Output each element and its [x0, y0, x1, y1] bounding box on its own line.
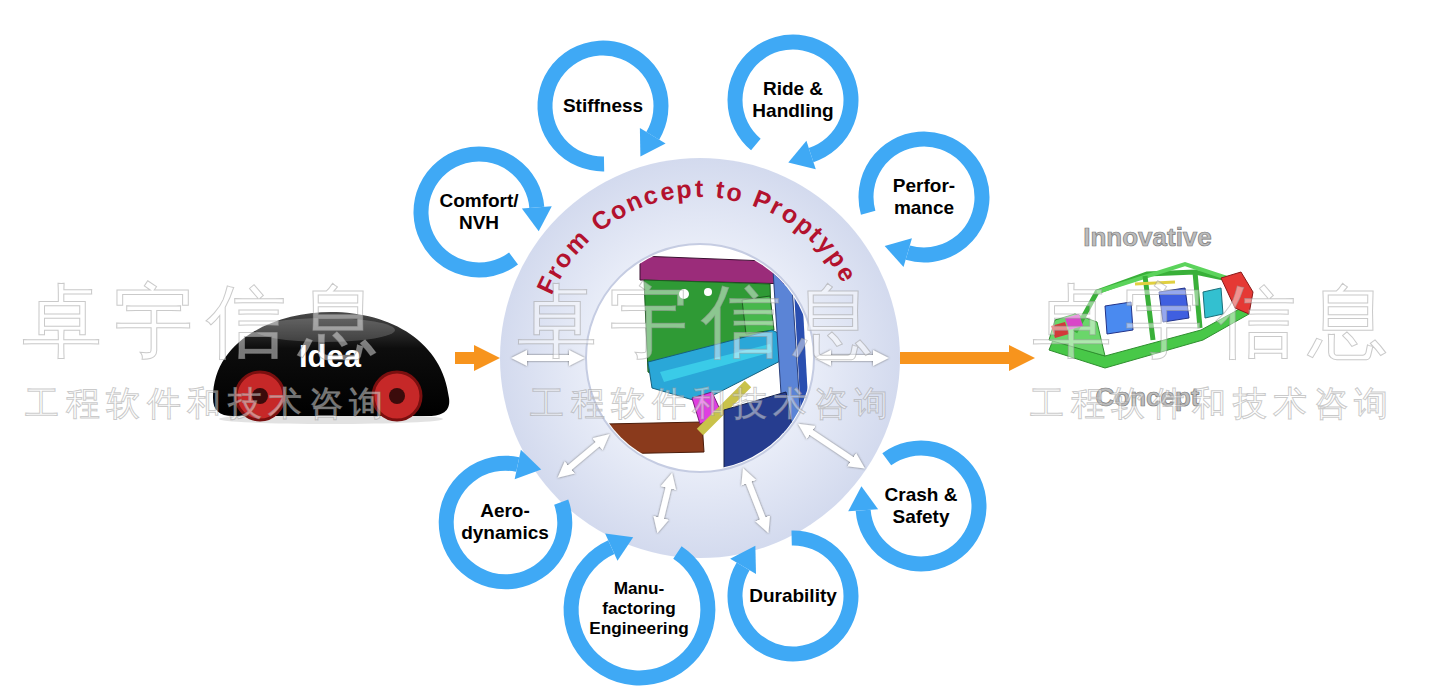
car-wheel — [373, 372, 421, 420]
car-highlight — [255, 318, 395, 342]
cycle-arc — [735, 42, 851, 155]
roof-rail — [640, 256, 792, 284]
arc-letter: p — [675, 173, 693, 204]
cycle-arc — [571, 547, 708, 678]
double-arrow — [567, 442, 599, 469]
body-in-white-part — [1051, 322, 1069, 338]
cycle-arrowhead — [514, 449, 541, 478]
concept-label: Concept — [1096, 382, 1200, 412]
body-structure-picture — [605, 255, 812, 472]
ring-double-arrow — [828, 355, 876, 361]
body-in-white-part — [1195, 272, 1200, 328]
concept-ring: From Concept to Proptype — [500, 158, 900, 558]
flow-arrow — [455, 352, 479, 364]
watermark-holder: 工程软件和技术咨询 — [530, 386, 895, 420]
watermark: 卓宇信息 — [517, 282, 885, 362]
concept-node: InnovativeConcept — [1035, 222, 1260, 412]
watermark-holder: 工程软件和技术咨询 — [1030, 386, 1395, 420]
double-arrow — [809, 431, 855, 462]
ring-title: From Concept to Proptype — [528, 170, 865, 303]
flow-arrow — [900, 352, 1014, 364]
panel-hole — [679, 289, 689, 299]
cycle-arrow-node: Stiffness — [525, 28, 681, 184]
body-in-white-part — [1145, 276, 1153, 340]
aspect-label: Crash & Safety — [880, 484, 962, 528]
body-in-white-part — [1075, 272, 1247, 332]
watermark: 工程软件和技术咨询 — [1030, 386, 1395, 420]
cycle-arrow-node: Perfor- mance — [846, 119, 1002, 275]
pillar-edge — [792, 255, 812, 470]
cycle-arrowhead — [730, 546, 756, 574]
floor-beam — [605, 422, 704, 454]
idea-label: Idea — [299, 339, 361, 375]
cycle-arrow-node: Manu- factoring Engineering — [551, 521, 728, 695]
body-in-white-part — [1203, 288, 1223, 318]
panel-hole — [704, 288, 712, 296]
cycle-arrow-node: Durability — [715, 518, 871, 674]
cycle-arc — [866, 139, 982, 255]
ring-double-arrow — [524, 355, 572, 361]
aspect-label: Durability — [738, 585, 848, 607]
sill-band — [648, 330, 792, 402]
cycle-arc — [863, 448, 979, 564]
cycle-arc — [446, 463, 565, 582]
aspect-label: Perfor- mance — [883, 175, 965, 219]
lower-panel — [724, 392, 800, 472]
arc-letter: t — [694, 173, 703, 203]
cycle-arrow-node: Crash & Safety — [843, 428, 999, 584]
car-wheel — [236, 372, 284, 420]
cycle-arrowhead — [640, 128, 666, 156]
double-arrow — [748, 480, 764, 521]
double-arrow — [660, 485, 669, 521]
watermark-holder: 卓宇信息 — [517, 282, 885, 362]
body-in-white-part — [1159, 288, 1189, 322]
body-in-white-part — [1097, 264, 1233, 292]
wheel-hub — [389, 388, 405, 404]
arc-letter: t — [714, 174, 726, 205]
cycle-arrowhead — [605, 533, 633, 560]
sill-highlight — [660, 344, 772, 382]
cycle-arrow-node: Aero- dynamics — [426, 443, 585, 602]
aspect-label: Manu- factoring Engineering — [583, 579, 695, 638]
aspect-label: Comfort/ NVH — [433, 190, 525, 234]
aspect-label: Stiffness — [548, 95, 658, 117]
cycle-arrowhead — [848, 486, 878, 511]
body-in-white-part — [1135, 282, 1175, 284]
panel-patch — [742, 296, 774, 334]
concept-ring-band — [500, 158, 900, 558]
arc-letter: o — [724, 175, 745, 207]
aspect-label: Aero- dynamics — [455, 500, 555, 544]
watermark: 工程软件和技术咨询 — [530, 386, 895, 420]
body-in-white-part — [1105, 302, 1133, 334]
cycle-arrow-node: Comfort/ NVH — [401, 134, 557, 290]
body-in-white-part — [1049, 314, 1105, 356]
cycle-arc — [421, 154, 537, 270]
body-in-white-part — [1065, 314, 1083, 330]
arc-letter — [705, 173, 714, 203]
cycle-arrowhead — [522, 206, 552, 231]
wheel-hub — [252, 388, 268, 404]
cycle-arrowhead — [788, 141, 815, 170]
body-in-white-part — [1221, 272, 1253, 314]
cycle-arrowhead — [885, 238, 912, 267]
aspect-label: Ride & Handling — [744, 78, 842, 122]
concept-label: Innovative — [1083, 222, 1212, 252]
cycle-arrow-node: Ride & Handling — [715, 22, 871, 178]
ring-inner-disc — [586, 244, 814, 472]
idea-node: Idea — [205, 300, 455, 425]
